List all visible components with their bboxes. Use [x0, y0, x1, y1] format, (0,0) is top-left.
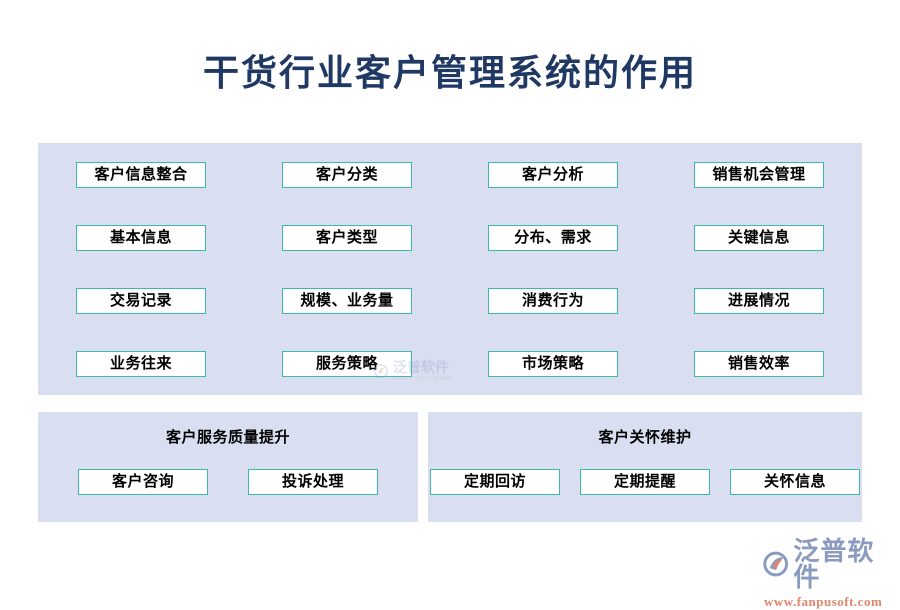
capability-box[interactable]: 规模、业务量 — [282, 287, 412, 314]
capability-box[interactable]: 消费行为 — [488, 287, 618, 314]
main-panel: 客户信息整合 客户分类 客户分析 销售机会管理 基本信息 客户类型 分布、需求 … — [38, 143, 862, 395]
sub-item-box[interactable]: 定期回访 — [430, 469, 560, 495]
sub-item-box[interactable]: 定期提醒 — [580, 469, 710, 495]
capability-box[interactable]: 销售机会管理 — [694, 161, 824, 188]
capability-box[interactable]: 基本信息 — [76, 224, 206, 251]
capability-box[interactable]: 销售效率 — [694, 350, 824, 377]
capability-box[interactable]: 客户类型 — [282, 224, 412, 251]
brand-name: 泛普软件 — [793, 536, 875, 592]
capability-box[interactable]: 服务策略 — [282, 350, 412, 377]
page-title: 干货行业客户管理系统的作用 — [202, 53, 697, 93]
capability-grid: 客户信息整合 客户分类 客户分析 销售机会管理 基本信息 客户类型 分布、需求 … — [38, 143, 862, 395]
brand-url: www.fanpusoft.com — [764, 594, 883, 609]
capability-box[interactable]: 关键信息 — [694, 224, 824, 251]
capability-box[interactable]: 交易记录 — [76, 287, 206, 314]
capability-box[interactable]: 客户分析 — [488, 161, 618, 188]
sub-item-box[interactable]: 投诉处理 — [248, 469, 378, 495]
capability-box[interactable]: 分布、需求 — [488, 224, 618, 251]
brand-logo: 泛普软件 www.fanpusoft.com — [762, 538, 892, 609]
sub-panel-title: 客户关怀维护 — [598, 429, 692, 446]
capability-box[interactable]: 进展情况 — [694, 287, 824, 314]
brand-top: 泛普软件 — [762, 538, 892, 590]
capability-box[interactable]: 客户分类 — [282, 161, 412, 188]
capability-box[interactable]: 市场策略 — [488, 350, 618, 377]
sub-item-box[interactable]: 关怀信息 — [730, 469, 860, 495]
sub-panel-customer-care: 客户关怀维护 定期回访 定期提醒 关怀信息 — [428, 412, 862, 522]
sub-panel-items: 定期回访 定期提醒 关怀信息 — [428, 469, 862, 495]
sub-panel-service-quality: 客户服务质量提升 客户咨询 投诉处理 — [38, 412, 418, 522]
sub-panel-title: 客户服务质量提升 — [165, 429, 290, 446]
capability-box[interactable]: 客户信息整合 — [76, 161, 206, 188]
fanpu-logo-icon — [763, 551, 789, 577]
capability-box[interactable]: 业务往来 — [76, 350, 206, 377]
sub-panel-items: 客户咨询 投诉处理 — [38, 469, 418, 495]
bottom-panels: 客户服务质量提升 客户咨询 投诉处理 客户关怀维护 定期回访 定期提醒 关怀信息 — [38, 412, 862, 522]
sub-item-box[interactable]: 客户咨询 — [78, 469, 208, 495]
